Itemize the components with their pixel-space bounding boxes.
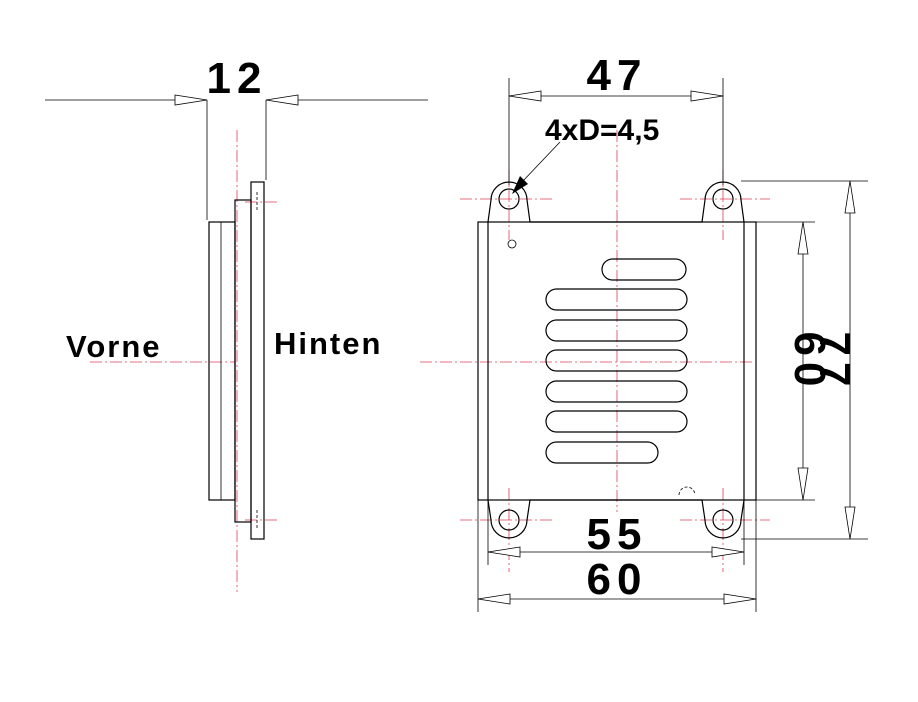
grille-slot	[601, 258, 687, 281]
hole-note-leader	[521, 141, 561, 183]
dim-arrow	[797, 221, 809, 255]
dim-arrow	[797, 467, 809, 501]
front-housing	[208, 221, 236, 501]
speaker-body	[477, 221, 757, 501]
dim-arrow	[711, 546, 745, 558]
dim-arrow	[723, 593, 757, 605]
label-back: Hinten	[274, 326, 382, 361]
body-width-dimension: 60	[587, 555, 648, 604]
mounting-hole-bottom-left	[498, 509, 520, 531]
side-view: 12 Vorne Hinten	[45, 54, 428, 592]
dim-arrow	[690, 90, 724, 102]
label-front: Vorne	[66, 329, 162, 364]
mounting-flange	[487, 181, 745, 539]
hole-spacing-top-dimension: 47	[587, 51, 648, 100]
dim-arrow	[844, 180, 856, 214]
dim-arrow	[477, 593, 511, 605]
back-flange	[250, 181, 265, 540]
dim-arrow	[174, 94, 208, 106]
grille-slots	[545, 258, 688, 464]
grille-slot	[545, 410, 688, 433]
body-height-dimension: 60	[785, 332, 834, 393]
mounting-hole-top-right	[712, 188, 734, 210]
grille-slot	[545, 349, 688, 372]
grille-slot	[545, 288, 688, 311]
front-view: 47 4xD=4,5 60 77 55 60	[420, 51, 868, 612]
grille-slot	[545, 319, 688, 342]
hole-spacing-bottom-dimension: 55	[587, 510, 648, 559]
leader-arrow	[512, 176, 528, 194]
polarity-dot	[507, 239, 517, 249]
dim-arrow	[844, 506, 856, 540]
dim-arrow	[265, 94, 299, 106]
grille-slot	[545, 441, 659, 464]
dim-arrow	[508, 90, 542, 102]
dim-arrow	[487, 546, 521, 558]
grille-slot	[545, 380, 688, 403]
total-height-dimension: 77	[810, 332, 859, 393]
thickness-dimension: 12	[207, 54, 268, 103]
hole-note: 4xD=4,5	[545, 114, 659, 147]
mounting-hole-bottom-right	[712, 509, 734, 531]
mounting-hole-top-left	[498, 188, 520, 210]
